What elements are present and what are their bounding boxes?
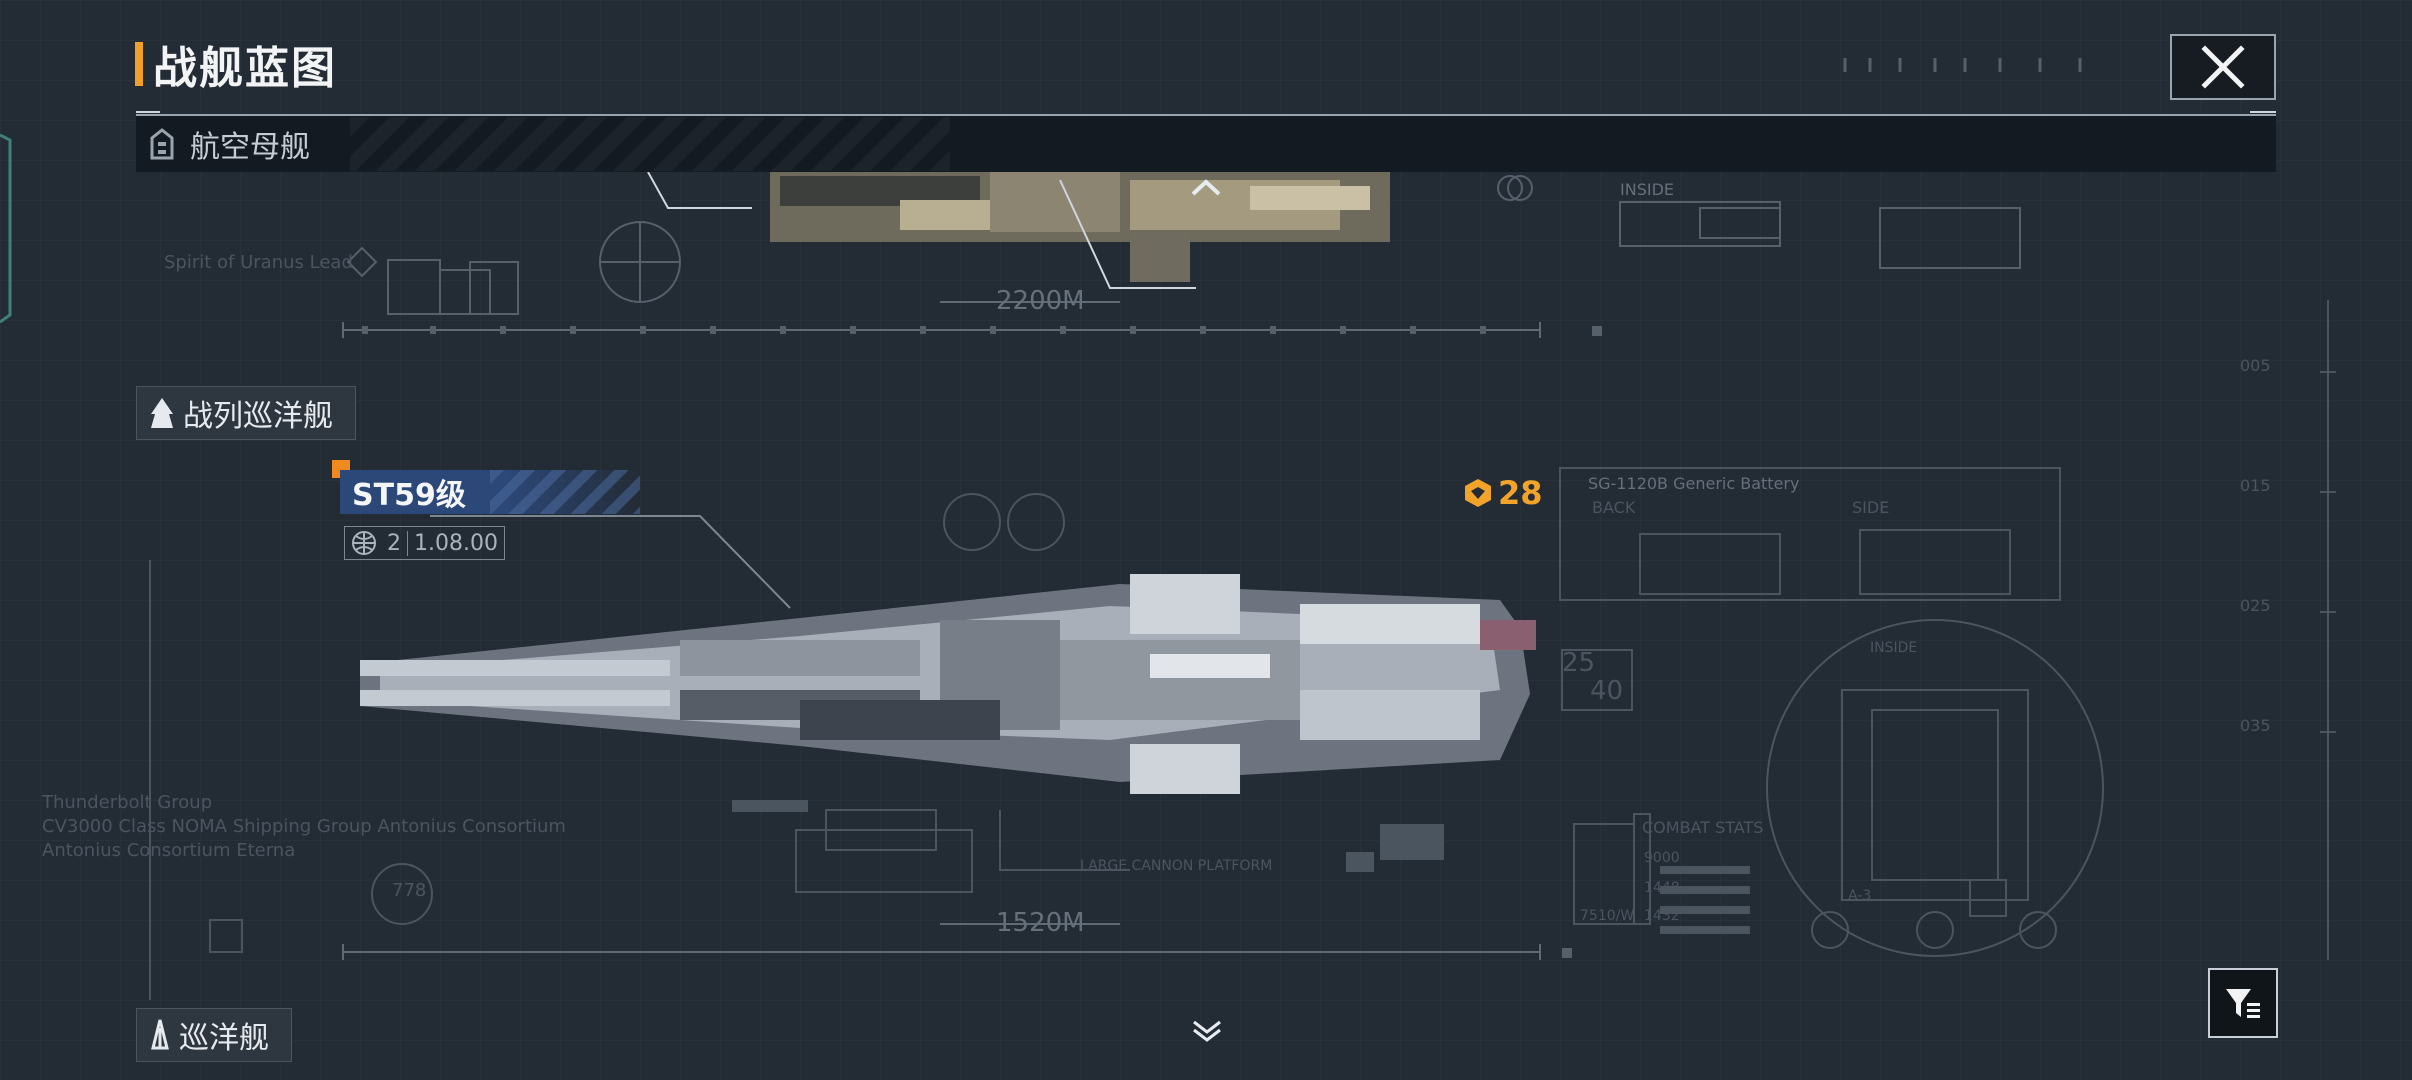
combat-stats-label: COMBAT STATS [1642, 818, 1764, 837]
stripe-decoration [350, 117, 950, 171]
ship-version: 1.08.00 [407, 530, 504, 556]
combat-stat-2: 1448 [1644, 880, 1680, 896]
side-ruler-025: 025 [2240, 596, 2271, 615]
a3-label: A-3 [1848, 888, 1872, 904]
close-icon [2201, 45, 2245, 89]
section-tab-battlecruiser[interactable]: 战列巡洋舰 [136, 386, 356, 440]
inside-label-top: INSIDE [1620, 180, 1674, 199]
close-button[interactable] [2170, 34, 2276, 100]
ship-power-value: 28 [1498, 474, 1543, 512]
cruiser-icon [151, 1019, 169, 1050]
battlecruiser-icon [151, 398, 173, 428]
back-label: BACK [1592, 498, 1636, 517]
ship-name: ST59级 [352, 478, 466, 513]
category-bar-carrier[interactable]: 航空母舰 [136, 114, 2276, 172]
carrier-icon [150, 128, 174, 160]
cruiser-length-label: 1520M [996, 908, 1085, 938]
scale-40-label: 40 [1590, 676, 1624, 706]
combat-stat-3: 1432 [1644, 908, 1680, 924]
chevron-up-icon[interactable] [1190, 176, 1222, 198]
filter-icon [2226, 989, 2260, 1018]
antonius-label: Antonius Consortium Eterna [42, 840, 296, 861]
side-label: SIDE [1852, 498, 1890, 517]
section-label-battlecruiser: 战列巡洋舰 [183, 399, 333, 434]
title-accent-bar [135, 42, 143, 86]
side-ruler-015: 015 [2240, 476, 2271, 495]
thunderbolt-label: Thunderbolt Group [42, 792, 213, 813]
spirit-label: Spirit of Uranus Lead [164, 252, 353, 273]
cannon-platform-label: LARGE CANNON PLATFORM [1080, 858, 1273, 874]
speed-tag-label: 7510/W [1580, 908, 1635, 924]
stripe-decoration [490, 470, 640, 514]
ship-tag-count: 2 [387, 530, 401, 556]
chevron-down-icon[interactable] [1190, 1018, 1224, 1044]
side-ruler-005: 005 [2240, 356, 2271, 375]
combat-stat-1: 9000 [1644, 850, 1680, 866]
section-tab-cruiser[interactable]: 巡洋舰 [136, 1008, 292, 1062]
ship-version-main: 1.08 [414, 530, 463, 556]
category-label-carrier: 航空母舰 [190, 130, 310, 165]
ship-tag-box: 2 1.08.00 [344, 526, 505, 560]
section-label-cruiser: 巡洋舰 [179, 1021, 269, 1056]
power-emblem-icon [1465, 479, 1491, 507]
dial-value-label: 778 [392, 880, 427, 901]
side-ruler-035: 035 [2240, 716, 2271, 735]
battlecruiser-ship-model [360, 574, 1536, 794]
carrier-ship-partial [770, 172, 1390, 282]
battery-label: SG-1120B Generic Battery [1588, 474, 1800, 493]
page-title-text: 战舰蓝图 [153, 43, 337, 94]
ship-power: 28 [1462, 474, 1543, 512]
inside-circle-label: INSIDE [1870, 640, 1918, 656]
cv-class-label: CV3000 Class NOMA Shipping Group Antoniu… [42, 816, 566, 837]
scale-25-label: 25 [1562, 648, 1596, 678]
page-title: 战舰蓝图 [135, 38, 337, 94]
carrier-length-label: 2200M [996, 286, 1085, 316]
globe-icon [352, 531, 376, 555]
filter-button[interactable] [2208, 968, 2278, 1038]
ship-version-sub: .00 [462, 530, 498, 556]
ship-name-banner[interactable]: ST59级 [340, 470, 640, 514]
